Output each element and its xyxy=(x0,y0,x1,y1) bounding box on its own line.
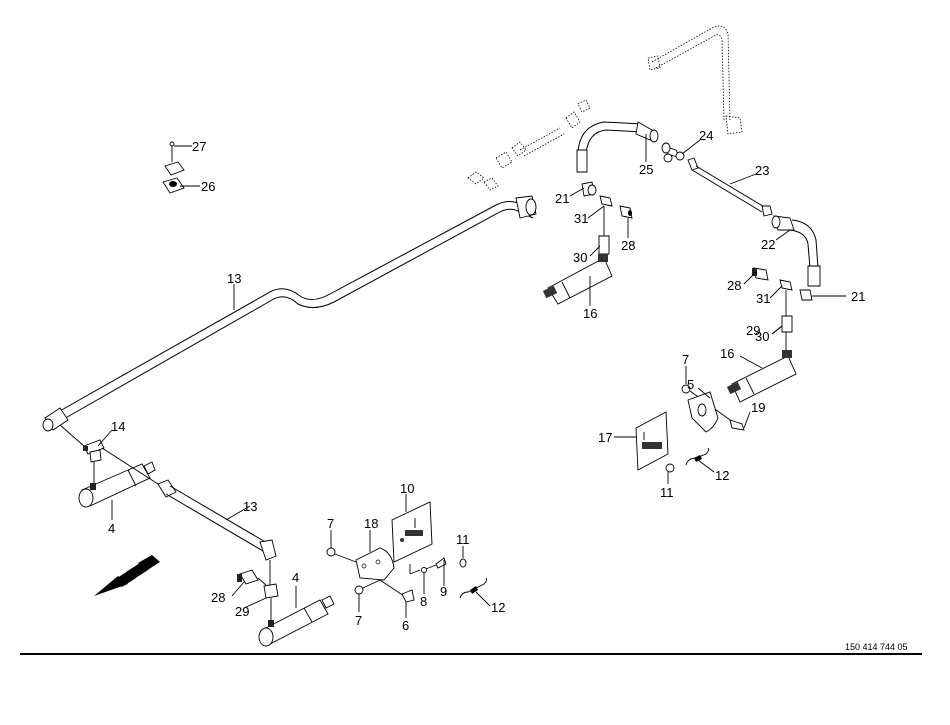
callout-c29a: 29 xyxy=(235,604,249,619)
callout-c28b: 28 xyxy=(621,238,635,253)
leader-line-c28a xyxy=(231,581,245,597)
callout-c5: 5 xyxy=(687,377,694,392)
cylinder-4-left xyxy=(78,461,156,508)
fitting-28-right xyxy=(752,267,769,281)
callout-c10: 10 xyxy=(400,481,414,496)
cylinder-16-right xyxy=(726,350,797,403)
pipe-dashed-upper xyxy=(647,25,743,135)
pipe-13-main xyxy=(42,195,537,432)
cylinder-16-upper xyxy=(542,254,613,305)
leader-line-c31b xyxy=(769,285,783,299)
callout-c6: 6 xyxy=(402,618,409,633)
callout-c12a: 12 xyxy=(491,600,505,615)
leader-line-c19 xyxy=(743,411,751,429)
callout-c30b: 30 xyxy=(755,329,769,344)
callout-c7a: 7 xyxy=(327,516,334,531)
leader-line-c22 xyxy=(775,229,791,241)
callout-c22: 22 xyxy=(761,237,775,252)
part-27-bolt xyxy=(169,141,175,162)
fitting-28-upper xyxy=(619,205,633,219)
callout-c31b: 31 xyxy=(756,291,770,306)
leader-line-c21a xyxy=(569,187,585,197)
callout-c7c: 7 xyxy=(682,352,689,367)
bolt-19 xyxy=(729,419,745,431)
leader-line-c23 xyxy=(729,173,757,185)
washer-8-bolt-9 xyxy=(421,557,447,573)
leader-line-c30a xyxy=(589,245,601,257)
spring-12-lower xyxy=(459,577,488,599)
callout-c14: 14 xyxy=(111,419,125,434)
tee-31-upper xyxy=(599,195,613,236)
callout-labels: 27 26 13 14 4 13 28 29 4 7 18 10 7 689 11 12 25 24 23 21 31 2… xyxy=(108,128,865,633)
tee-31-right xyxy=(779,279,793,316)
callout-c21b: 21 xyxy=(851,289,865,304)
fittings-28-29-left xyxy=(237,569,279,620)
pipe-13-lower xyxy=(157,479,277,586)
fitting-30-upper xyxy=(598,235,610,255)
fitting-21-right xyxy=(799,289,813,301)
callout-c28a: 28 xyxy=(211,590,225,605)
leader-line-c31a xyxy=(587,205,605,219)
leader-line-c29a xyxy=(243,597,267,609)
callout-c19: 19 xyxy=(751,400,765,415)
bracket-18 xyxy=(326,547,415,603)
callout-c16b: 16 xyxy=(720,346,734,361)
spring-12-right xyxy=(685,447,710,466)
pipe-25 xyxy=(576,121,659,173)
leader-line-c24 xyxy=(681,139,701,155)
pipe-13-fittings-dashed xyxy=(467,99,591,191)
callout-c31a: 31 xyxy=(574,211,588,226)
label-plate-17 xyxy=(635,411,669,471)
part-26-clamp xyxy=(162,161,185,194)
cylinder-4-right xyxy=(258,595,335,647)
callout-c13a: 13 xyxy=(227,271,241,286)
leader-line-c12b xyxy=(697,459,715,473)
callout-c17: 17 xyxy=(598,430,612,445)
callout-c24: 24 xyxy=(699,128,713,143)
callout-c27: 27 xyxy=(192,139,206,154)
callout-c7b: 7 xyxy=(355,613,362,628)
drawing-number: 150 414 744 05 xyxy=(845,642,908,652)
pipe-23 xyxy=(687,157,773,217)
callout-c8: 8 xyxy=(420,594,427,609)
tee-24 xyxy=(661,142,685,163)
flange-5 xyxy=(687,391,719,433)
callout-c30a: 30 xyxy=(573,250,587,265)
clip-11-lower xyxy=(459,558,467,568)
fitting-29-30-right xyxy=(781,315,793,350)
leader-line-c28c xyxy=(743,271,757,285)
callout-c29b: 29 xyxy=(746,323,760,338)
callout-c11a: 11 xyxy=(456,532,470,547)
callout-c21a: 21 xyxy=(555,191,569,206)
leader-line-c5 xyxy=(697,387,711,399)
leader-line-c12a xyxy=(475,591,491,607)
callout-c4a: 4 xyxy=(108,521,115,536)
callout-c25: 25 xyxy=(639,162,653,177)
fitting-21-upper xyxy=(581,181,597,197)
callout-c18: 18 xyxy=(364,516,378,531)
travel-direction-arrow xyxy=(94,555,160,596)
leader-line-c14 xyxy=(97,429,113,447)
leader-line-c16b xyxy=(739,355,763,369)
callout-c9: 9 xyxy=(440,584,447,599)
callout-c23: 23 xyxy=(755,163,769,178)
clip-11-right xyxy=(665,463,675,473)
pipe-22 xyxy=(771,215,821,287)
callout-c11b: 11 xyxy=(660,485,674,500)
label-plate-10 xyxy=(391,501,433,575)
callout-c16a: 16 xyxy=(583,306,597,321)
callout-c26: 26 xyxy=(201,179,215,194)
fitting-14 xyxy=(59,424,159,485)
callout-c4b: 4 xyxy=(292,570,299,585)
leader-lines xyxy=(97,134,846,618)
callout-c13b: 13 xyxy=(243,499,257,514)
leader-line-c13b xyxy=(225,505,251,521)
callout-c28c: 28 xyxy=(727,278,741,293)
callout-c12b: 12 xyxy=(715,468,729,483)
leader-line-c30b xyxy=(771,325,783,335)
